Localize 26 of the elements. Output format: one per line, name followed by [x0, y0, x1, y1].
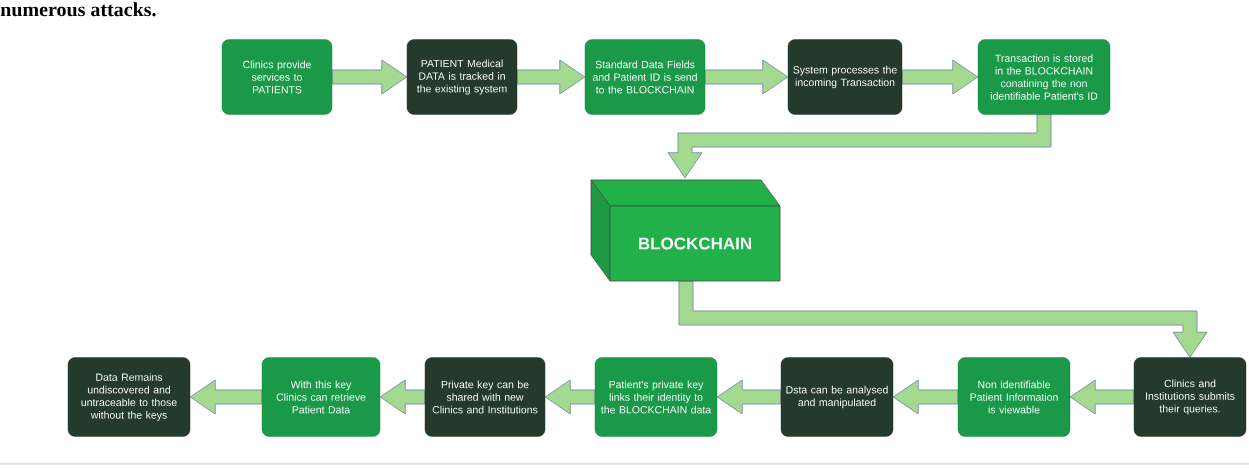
cube-box: BLOCKCHAIN	[590, 179, 781, 282]
block-arrow	[892, 379, 959, 415]
block-arrow	[704, 59, 789, 95]
process-box: Clinics and Institutions submits their queries.	[1133, 357, 1247, 437]
block-arrow	[331, 59, 408, 95]
process-box: Private key can be shared with new Clinics and Institutions	[424, 357, 546, 437]
process-box: System processes the incoming Transaction	[787, 39, 903, 115]
heading-fragment: numerous attacks.	[0, 2, 156, 17]
block-arrow	[544, 379, 596, 415]
process-box: Transaction is stored in the BLOCKCHAIN conatining the non identifiable Patient's ID	[977, 39, 1111, 115]
process-box: Data Remains undiscovered and untraceable to those without the keys	[67, 357, 191, 437]
block-arrow	[716, 379, 782, 415]
process-box: Non identifiable Patient Information is viewable	[957, 357, 1071, 437]
process-box: With this key Clinics can retrieve Patient Data	[261, 357, 381, 437]
process-box: Patient's private key links their identity to the BLOCKCHAIN data	[594, 357, 718, 437]
block-arrow	[516, 59, 586, 95]
block-arrow	[678, 280, 1208, 358]
block-arrow	[667, 114, 1052, 179]
block-arrow	[379, 379, 426, 415]
block-arrow	[901, 59, 979, 95]
block-arrow	[1069, 379, 1135, 415]
process-box: Clinics provide services to PATIENTS	[221, 39, 333, 115]
block-arrow	[189, 379, 263, 415]
process-box: PATIENT Medical DATA is tracked in the existing system	[406, 39, 518, 115]
process-box: Dsta can be analysed and manipulated	[780, 357, 894, 437]
process-box: Standard Data Fields and Patient ID is send to the BLOCKCHAIN	[584, 39, 706, 115]
